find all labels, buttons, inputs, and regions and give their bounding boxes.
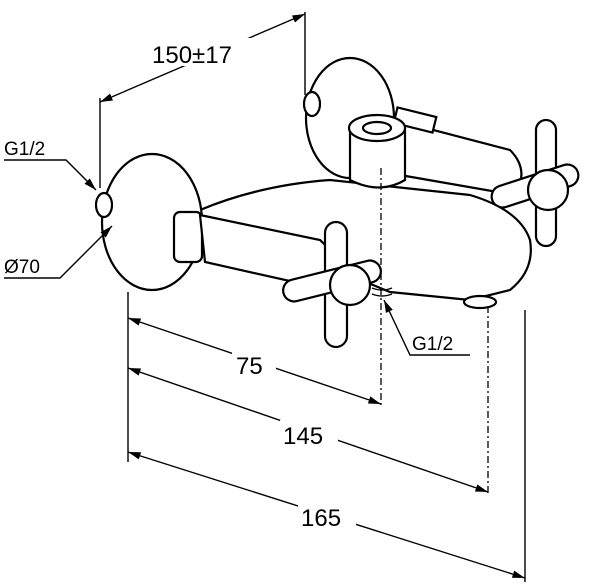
label-outlet-offset: 75 [236,353,263,380]
left-wall-rosette [94,152,204,292]
label-thread-outlet: G1/2 [412,334,453,355]
right-handle [392,106,580,248]
label-rosette-diameter: Ø70 [4,257,40,278]
label-inlet-spacing: 150±17 [152,42,232,69]
mixer-body [198,113,532,310]
leader-lines [4,159,470,356]
label-thread-inlet: G1/2 [4,139,45,160]
label-overall-depth: 165 [301,505,341,532]
label-spout-length: 145 [283,423,323,450]
